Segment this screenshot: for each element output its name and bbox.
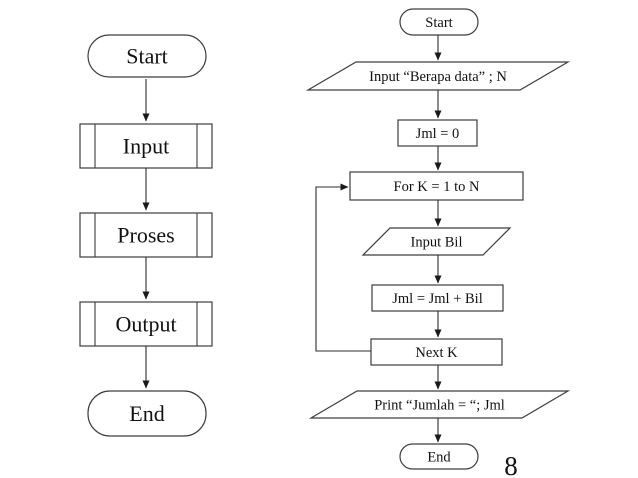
left-end-terminator [87,390,207,437]
left-start-label: Start [126,44,168,69]
page-number: 8 [504,451,518,478]
left-input-predefined-process: Input [79,123,213,169]
right-for-process [349,171,524,201]
loop-back-arrow [315,183,371,352]
right-sum-label: Jml = Jml + Bil [392,291,482,307]
left-proses-predefined-process: Proses [79,212,213,258]
right-input-bil-io [361,227,512,256]
right-for-label: For K = 1 to N [394,179,480,195]
left-flowchart: Start Input Proses Output [79,34,213,437]
right-sum-process [371,284,504,312]
right-flowchart: Start Input “Berapa data” ; N Jml = 0 Fo… [305,8,571,470]
right-print-io [308,390,571,419]
left-proses-box [79,212,213,258]
left-end-label: End [129,401,164,426]
right-end-terminator [399,443,479,470]
left-start-terminator [87,34,207,78]
right-next-process [370,338,503,366]
right-input-n-label: Input “Berapa data” ; N [369,69,507,85]
right-start-label: Start [425,15,452,31]
right-input-bil-label: Input Bil [411,235,463,251]
right-end-label: End [427,450,451,466]
left-input-label: Input [123,134,169,159]
right-input-n-io [305,61,571,91]
right-print-label: Print “Jumlah = “; Jml [374,398,505,414]
left-output-predefined-process: Output [79,301,213,347]
left-output-label: Output [115,312,176,337]
right-init-label: Jml = 0 [416,126,460,142]
right-next-label: Next K [415,345,458,361]
right-start-terminator [399,8,479,36]
left-proses-label: Proses [117,223,174,248]
left-input-box [79,123,213,169]
